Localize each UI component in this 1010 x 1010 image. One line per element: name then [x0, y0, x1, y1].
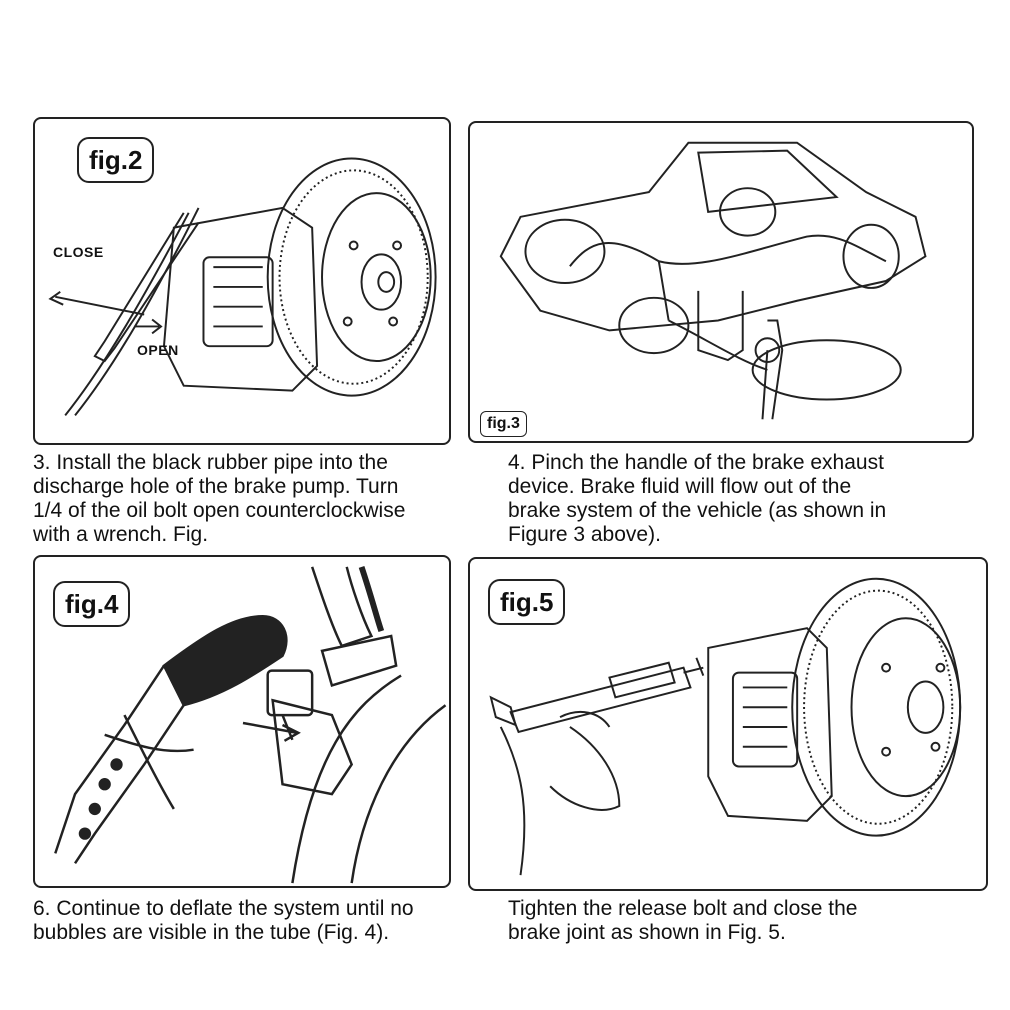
- figure-2-label: fig.2: [77, 137, 155, 183]
- caption-line: 4. Pinch the handle of the brake exhaust: [508, 451, 884, 474]
- caption-line: device. Brake fluid will flow out of the: [508, 475, 852, 498]
- step-4-caption: 4. Pinch the handle of the brake exhaust…: [508, 451, 978, 547]
- caption-line: 1/4 of the oil bolt open counterclockwis…: [33, 499, 406, 522]
- syringe-brake-icon: [489, 577, 962, 876]
- figure-4-label: fig.4: [53, 581, 131, 627]
- figure-3-panel: fig.3: [468, 121, 974, 443]
- caption-line: Figure 3 above).: [508, 523, 661, 546]
- step-6-caption: 6. Continue to deflate the system until …: [33, 897, 463, 945]
- caption-line: 6. Continue to deflate the system until …: [33, 897, 414, 920]
- figure-3-label: fig.3: [480, 411, 527, 437]
- brake-disc-wrench-icon: [48, 157, 437, 416]
- caption-line: Tighten the release bolt and close the: [508, 897, 858, 920]
- tighten-caption: Tighten the release bolt and close the b…: [508, 897, 978, 945]
- caption-line: bubbles are visible in the tube (Fig. 4)…: [33, 921, 390, 944]
- caption-line: with a wrench. Fig.: [33, 523, 209, 546]
- figure-4-panel: fig.4: [33, 555, 451, 888]
- caption-line: discharge hole of the brake pump. Turn: [33, 475, 399, 498]
- step-3-caption: 3. Install the black rubber pipe into th…: [33, 451, 458, 547]
- car-lift-icon: [499, 141, 927, 420]
- caption-line: 3. Install the black rubber pipe into th…: [33, 451, 388, 474]
- close-direction-label: CLOSE: [53, 244, 104, 260]
- open-direction-label: OPEN: [137, 342, 179, 358]
- figure-5-panel: fig.5: [468, 557, 988, 891]
- figure-2-panel: fig.2 CLOSE OPEN: [33, 117, 451, 445]
- bleeder-valve-icon: [54, 565, 447, 884]
- caption-line: brake joint as shown in Fig. 5.: [508, 921, 786, 944]
- figure-5-label: fig.5: [488, 579, 566, 625]
- caption-line: brake system of the vehicle (as shown in: [508, 499, 887, 522]
